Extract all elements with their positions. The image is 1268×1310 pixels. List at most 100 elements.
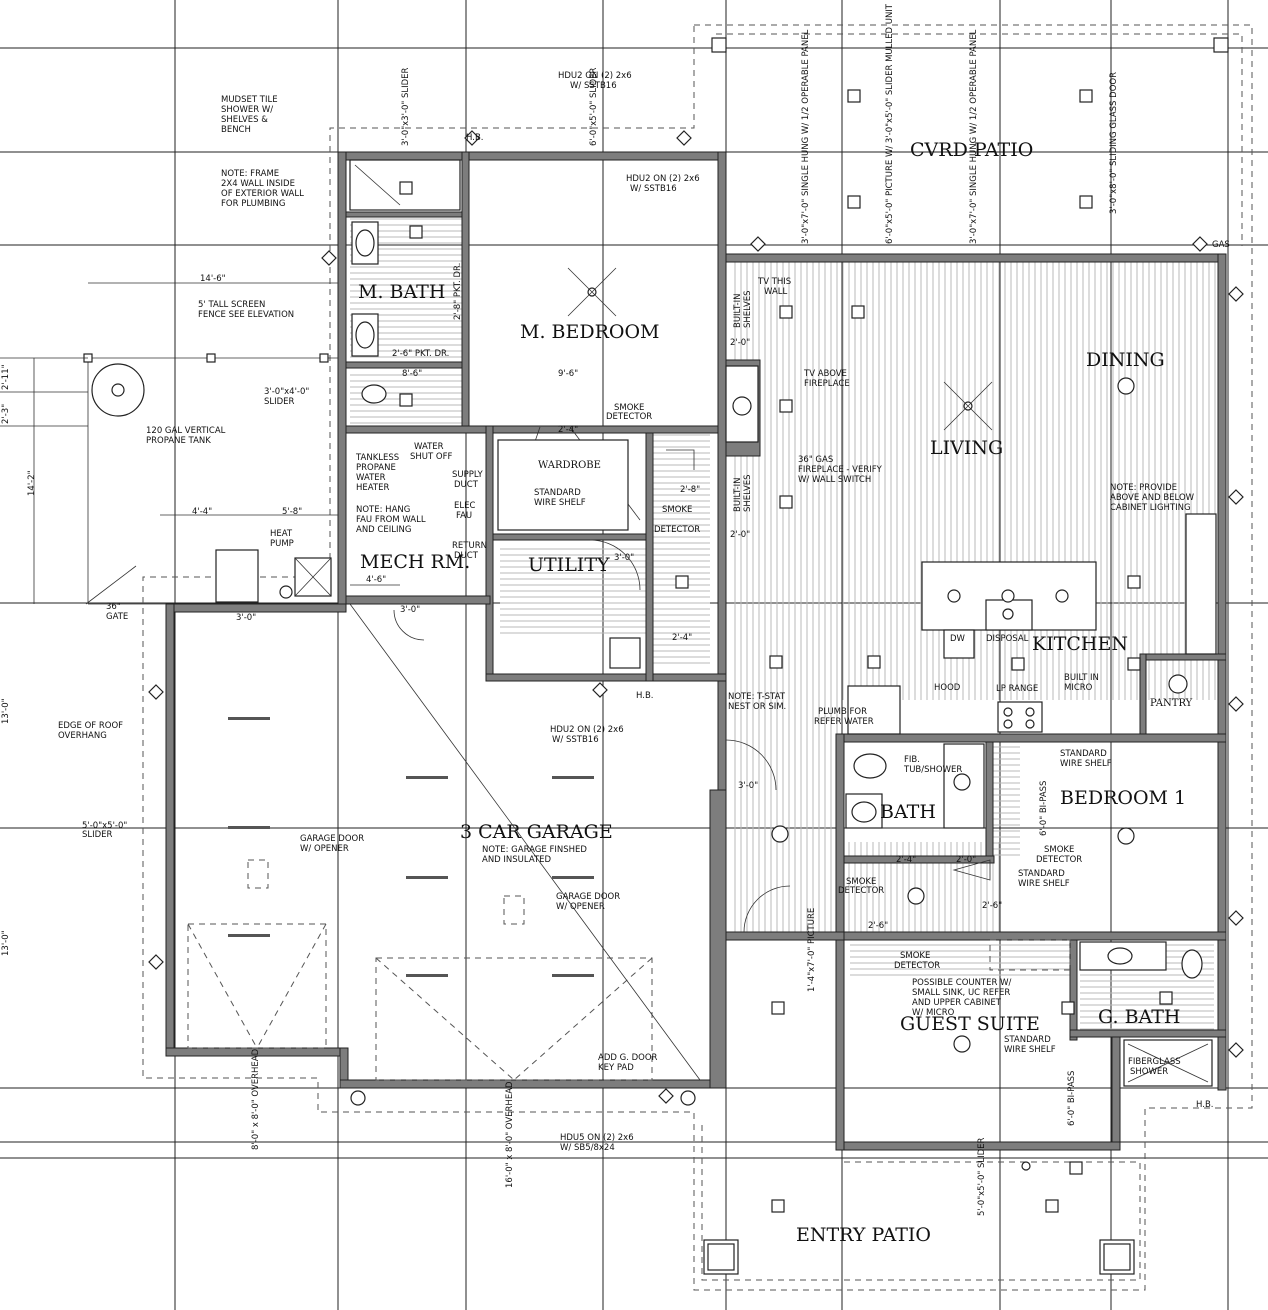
note-mudset: SHOWER W/ — [221, 105, 273, 115]
note-garage-door: GARAGE DOOR — [300, 834, 364, 844]
dim-label: 13'-0" — [1, 698, 11, 724]
hose-bib-label: H.B. — [636, 691, 653, 701]
note-garage-finish: NOTE: GARAGE FINSHED — [482, 845, 587, 855]
bedroom1-label: BEDROOM 1 — [1060, 787, 1186, 809]
note-cabinet-lighting: NOTE: PROVIDE — [1110, 483, 1177, 493]
note-shelf: WIRE SHELF — [1060, 759, 1112, 769]
roof-overhang-outline — [142, 24, 1253, 1291]
vertical-notes: 3'-0"x3'-0" SLIDER 6'-0"x5'-0" SLIDER 3'… — [251, 3, 1119, 1216]
built-in-note: BUILT-IN — [733, 478, 743, 512]
m-bedroom-label: M. BEDROOM — [520, 321, 660, 343]
note-return: DUCT — [454, 551, 479, 561]
note-counter: W/ MICRO — [912, 1008, 955, 1018]
note-heat: PUMP — [270, 539, 294, 549]
garage-door-note: 16'-0" x 8'-0" OVERHEAD — [505, 1081, 515, 1188]
g-bath-label: G. BATH — [1098, 1006, 1180, 1028]
bath-label: BATH — [880, 801, 936, 823]
utility-label: UTILITY — [528, 554, 610, 576]
dim-label: 4'-4" — [192, 507, 212, 517]
annotations: MUDSET TILE SHOWER W/ SHELVES & BENCH NO… — [58, 71, 1230, 1153]
note-tstat: NEST OR SIM. — [728, 702, 786, 712]
living-label: LIVING — [930, 437, 1003, 459]
note-mudset: SHELVES & — [221, 115, 268, 125]
note-counter: POSSIBLE COUNTER W/ — [912, 978, 1012, 988]
smoke-detector-label: DETECTOR — [654, 525, 700, 535]
smoke-detector-label: SMOKE — [846, 877, 876, 887]
note-return: RETURN — [452, 541, 487, 551]
toilet-icon — [361, 384, 387, 404]
built-in-note: BUILT-IN — [733, 294, 743, 328]
cvrd-patio-label: CVRD PATIO — [910, 139, 1033, 161]
room-labels: CVRD PATIO M. BATH M. BEDROOM DINING LIV… — [358, 139, 1193, 1246]
m-bath-label: M. BATH — [358, 281, 445, 303]
window-note: 6'-0"x5'-0" PICTURE W/ 3'-0"x5'-0" SLIDE… — [885, 3, 895, 244]
dim-label: 3'-0" — [738, 781, 758, 791]
dim-label: 4'-6" — [366, 575, 386, 585]
mech-rm-label: MECH RM. — [360, 551, 470, 573]
note-gas-fireplace: W/ WALL SWITCH — [798, 475, 871, 485]
note-fiberglass: SHOWER — [1130, 1067, 1168, 1077]
note-water: WATER — [414, 442, 444, 452]
dim-label: 2'-8" — [680, 485, 700, 495]
gas-label: GAS — [1212, 240, 1230, 250]
screen-fence — [0, 282, 400, 605]
garage-label: 3 CAR GARAGE — [460, 821, 613, 843]
note-shelf: WIRE SHELF — [534, 498, 586, 508]
dim-label: 8'-6" — [402, 369, 422, 379]
lp-range-label: LP RANGE — [996, 684, 1038, 694]
disposal-label: DISPOSAL — [986, 634, 1029, 644]
note-gas-fireplace: FIREPLACE - VERIFY — [798, 465, 883, 475]
note-hdu2-bottom: W/ SSTB16 — [552, 735, 599, 745]
guest-suite-label: GUEST SUITE — [900, 1013, 1040, 1035]
dim-label: 3'-0" — [614, 553, 634, 563]
note-slider-mbath: 3'-0"x4'-0" — [264, 387, 309, 397]
dim-label: 2'-0" — [956, 855, 976, 865]
note-mudset: MUDSET TILE — [221, 95, 278, 105]
note-plumb: PLUMB FOR — [818, 707, 867, 717]
dim-label: 2'-4" — [672, 633, 692, 643]
dw-label: DW — [950, 634, 966, 644]
smoke-detector-label: SMOKE — [1044, 845, 1074, 855]
dim-label: 3'-0" — [236, 613, 256, 623]
note-slider-mbath: SLIDER — [264, 397, 295, 407]
note-counter: AND UPPER CABINET — [912, 998, 1002, 1008]
note-tv-wall: WALL — [764, 287, 787, 297]
note-water: SHUT OFF — [410, 452, 452, 462]
hood-label: HOOD — [934, 683, 961, 693]
note-screen: 5' TALL SCREEN — [198, 300, 265, 310]
dim-label: 2'-11" — [1, 364, 11, 390]
note-fiberglass: FIBERGLASS — [1128, 1057, 1181, 1067]
note-propane: 120 GAL VERTICAL — [146, 426, 226, 436]
smoke-detector-label: DETECTOR — [1036, 855, 1082, 865]
note-tv-wall: TV THIS — [757, 277, 791, 287]
note-hang: NOTE: HANG — [356, 505, 410, 515]
wardrobe-label: WARDROBE — [538, 460, 601, 471]
note-roof: OVERHANG — [58, 731, 107, 741]
note-tankless: TANKLESS — [355, 453, 399, 463]
gate-label: GATE — [106, 612, 128, 622]
note-fib: FIB. — [904, 755, 920, 765]
window-note: 3'-0"x3'-0" SLIDER — [401, 67, 411, 146]
window-note: 3'-0"x8'-0" SLIDING GLASS DOOR — [1109, 72, 1119, 214]
note-garage-finish: AND INSULATED — [482, 855, 552, 865]
note-tankless: PROPANE — [356, 463, 396, 473]
dim-label: 2'-6" — [982, 901, 1002, 911]
note-hdu5: W/ SB5/8x24 — [560, 1143, 615, 1153]
note-tv-above: TV ABOVE — [803, 369, 847, 379]
note-shelf: STANDARD — [1018, 869, 1065, 879]
note-screen: FENCE SEE ELEVATION — [198, 310, 294, 320]
grid-markers — [148, 130, 1244, 1104]
smoke-detector-label: DETECTOR — [894, 961, 940, 971]
note-keypad: ADD G. DOOR — [598, 1053, 658, 1063]
note-tv-above: FIREPLACE — [804, 379, 850, 389]
note-shelf: WIRE SHELF — [1018, 879, 1070, 889]
hose-bib-label: H.B. — [466, 133, 483, 143]
note-garage-door: GARAGE DOOR — [556, 892, 620, 902]
door-note: 6'-0" BI-PASS — [1039, 781, 1049, 836]
note-garage-door: W/ OPENER — [556, 902, 605, 912]
dim-label: 2'-0" — [730, 338, 750, 348]
gate-dim: 36" — [106, 602, 121, 612]
window-note: 6'-0"x5'-0" SLIDER — [589, 67, 599, 146]
window-note: 3'-0"x7'-0" SINGLE HUNG W/ 1/2 OPERABLE … — [801, 29, 811, 244]
